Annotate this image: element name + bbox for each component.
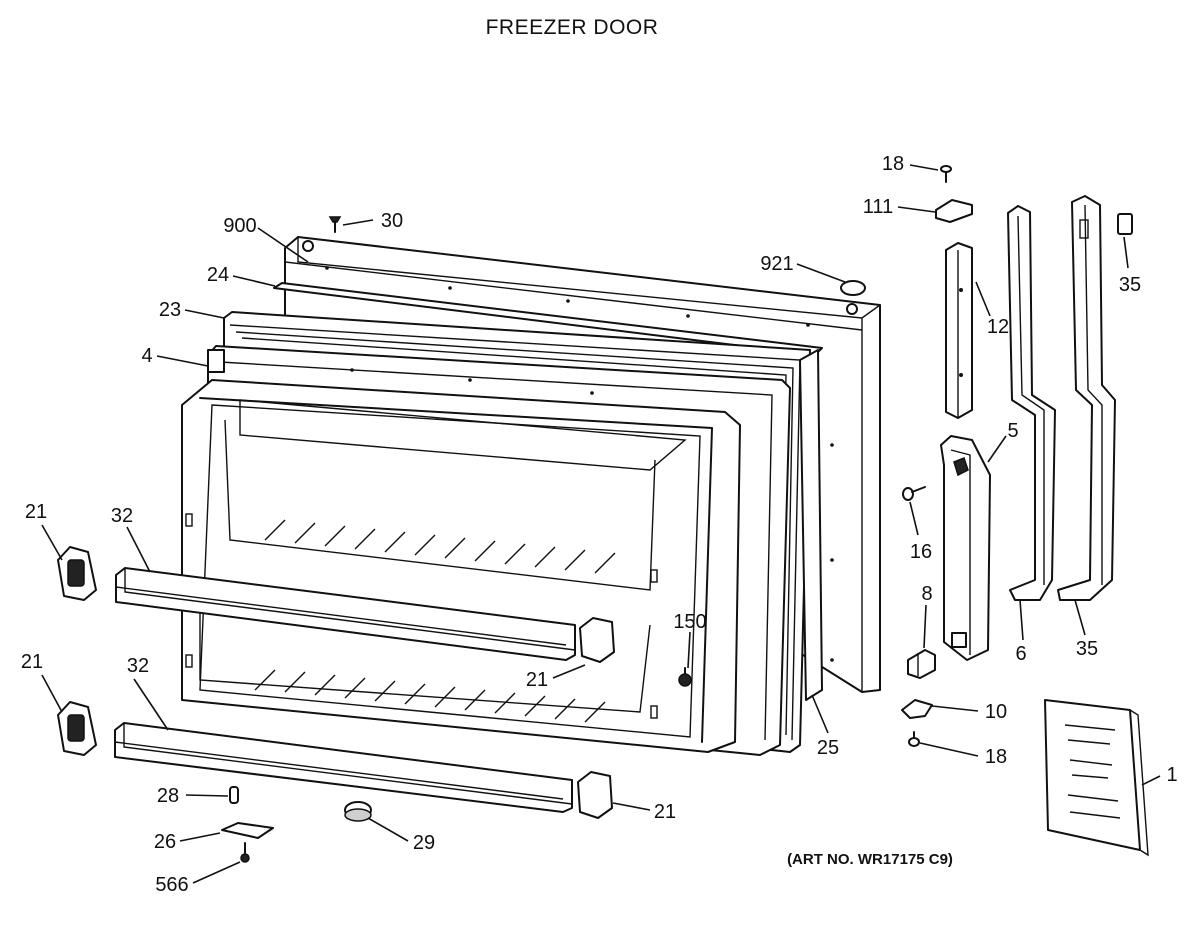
bumper-29 <box>344 801 372 822</box>
callout-6: 6 <box>1015 643 1026 665</box>
callout-18-bottom: 18 <box>985 746 1007 768</box>
callout-35-trim: 35 <box>1076 638 1098 660</box>
callout-32-upper: 32 <box>111 505 133 527</box>
door-liner <box>181 379 741 753</box>
callout-26: 26 <box>154 831 176 853</box>
end-cap-lower-right <box>577 771 613 819</box>
screw-566-icon <box>240 842 250 863</box>
callout-900: 900 <box>223 215 256 237</box>
callout-10: 10 <box>985 701 1007 723</box>
callout-1: 1 <box>1166 764 1177 786</box>
handle-cap-35 <box>1117 213 1133 235</box>
callout-21-upper-right: 21 <box>526 669 548 691</box>
callout-566: 566 <box>155 874 188 896</box>
callout-5: 5 <box>1007 420 1018 442</box>
callout-8: 8 <box>921 583 932 605</box>
top-trim-strip <box>273 282 823 356</box>
screw-16-icon <box>902 486 926 501</box>
diagram-title: FREEZER DOOR <box>486 16 659 39</box>
callout-32-lower: 32 <box>127 655 149 677</box>
hinge-bracket-111 <box>935 199 973 223</box>
screw-150-icon <box>678 667 692 687</box>
callout-4: 4 <box>141 345 152 367</box>
callout-21-lower-right: 21 <box>654 801 676 823</box>
end-cap-lower-left <box>57 701 97 756</box>
callout-25: 25 <box>817 737 839 759</box>
screw-30-icon <box>328 216 342 233</box>
screw-18-bottom-icon <box>908 731 920 747</box>
screw-18-top-icon <box>940 165 952 183</box>
bracket-10 <box>901 699 933 719</box>
callout-12: 12 <box>987 316 1009 338</box>
handle-trim-35 <box>1057 195 1116 601</box>
plug-button <box>840 280 866 296</box>
callout-21-upper-left: 21 <box>25 501 47 523</box>
end-cap-upper-right <box>579 617 615 663</box>
side-gasket-strip <box>799 349 823 701</box>
leader-lines <box>41 164 1161 884</box>
hinge-arm-5 <box>940 435 991 661</box>
callout-21-lower-left: 21 <box>21 651 43 673</box>
callout-24: 24 <box>207 264 229 286</box>
callout-30: 30 <box>381 210 403 232</box>
lower-shelf-bar <box>114 722 573 813</box>
hinge-plate-12 <box>945 242 973 419</box>
callout-28: 28 <box>157 785 179 807</box>
callout-35-cap: 35 <box>1119 274 1141 296</box>
callout-23: 23 <box>159 299 181 321</box>
plate-26 <box>221 822 274 839</box>
callout-18-top: 18 <box>882 153 904 175</box>
callout-150: 150 <box>673 611 706 633</box>
callout-16: 16 <box>910 541 932 563</box>
end-cap-upper-left <box>57 546 97 601</box>
callout-29: 29 <box>413 832 435 854</box>
callout-labels: 18 111 30 900 921 24 23 4 12 35 5 16 21 … <box>21 153 1178 896</box>
art-number: (ART NO. WR17175 C9) <box>787 851 953 868</box>
callout-111: 111 <box>863 196 893 218</box>
callout-921: 921 <box>760 253 793 275</box>
pin-28 <box>229 786 239 804</box>
hinge-pin-8 <box>907 649 936 679</box>
door-handle-6 <box>1007 205 1056 601</box>
owners-manual <box>1044 699 1149 857</box>
upper-shelf-bar <box>115 567 576 661</box>
